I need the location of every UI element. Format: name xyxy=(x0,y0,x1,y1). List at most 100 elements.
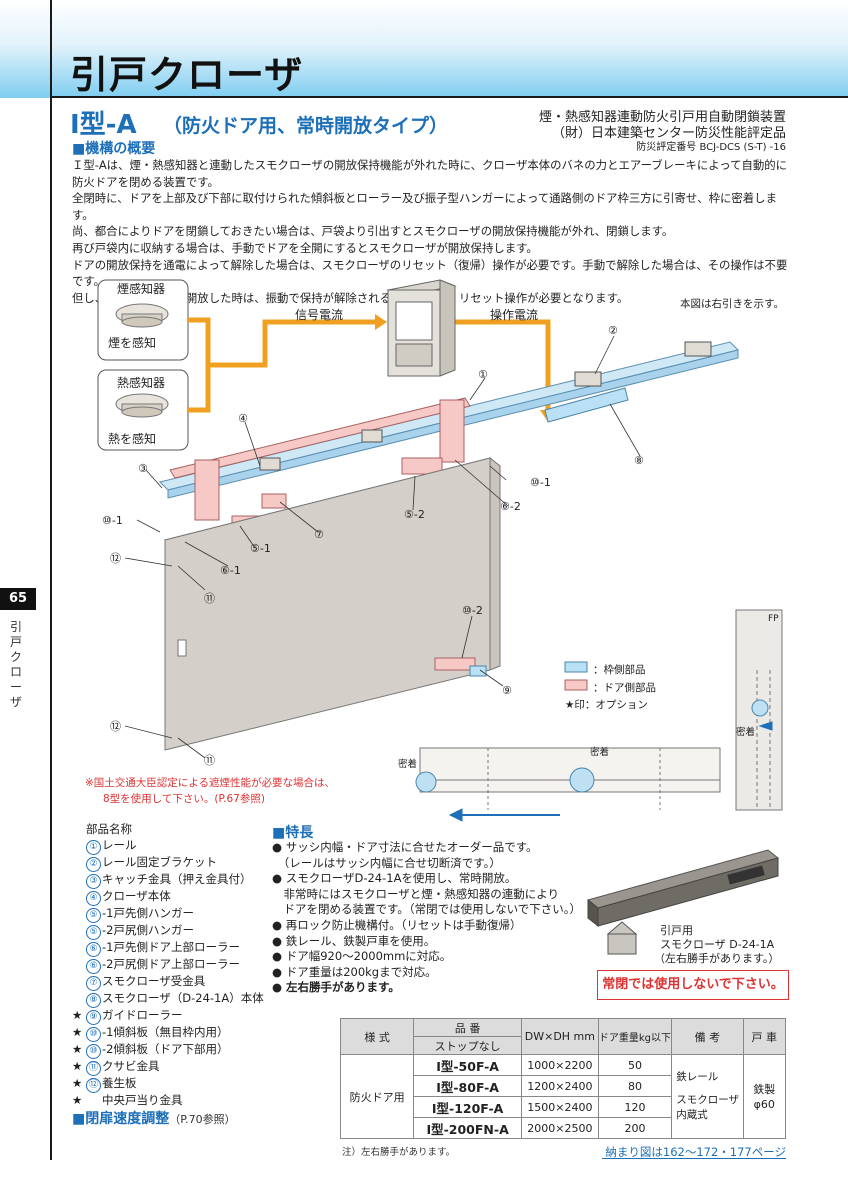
feature-line: ● スモクローザD-24-1Aを使用し、常時開放。 xyxy=(272,871,517,886)
cell-remark: 鉄レール スモクローザ 内蔵式 xyxy=(671,1054,744,1139)
fp-mark: FP xyxy=(768,614,779,624)
header-band xyxy=(0,0,848,98)
th-size: DW×DH mm xyxy=(521,1018,599,1055)
cell-weight: 80 xyxy=(597,1075,673,1097)
red-note: ※国土交通大臣認定による遮煙性能が必要な場合は、 8型を使用して下さい。(P.6… xyxy=(85,775,335,807)
page-border-horizontal xyxy=(50,96,848,98)
part-number: ⑥ xyxy=(86,941,101,957)
product-label-3: （左右勝手があります。） xyxy=(654,952,780,965)
cert-line-3: 防災評定番号 BCJ-DCS (S-T) -16 xyxy=(636,142,786,153)
overview-line: 全閉時に、ドアを上部及び下部に取付けられた傾斜板とローラー及び振子型ハンガーによ… xyxy=(72,191,777,222)
cert-line-1: 煙・熱感知器連動防火引戸用自動閉鎖装置 xyxy=(538,110,786,125)
legend-option-label: ★印：オプション xyxy=(565,699,648,711)
cell-size: 2000×2500 xyxy=(521,1117,599,1139)
cell-weight: 50 xyxy=(597,1054,673,1076)
callout-6-2: ⑥-2 xyxy=(500,500,521,513)
product-label-2: スモクローザ D-24-1A xyxy=(660,938,775,951)
callout-7: ⑦ xyxy=(314,528,324,541)
legend-swatch-frame xyxy=(564,661,588,673)
part-name: レール固定ブラケット xyxy=(102,854,217,869)
callout-3: ③ xyxy=(138,462,148,475)
smoke-closer-unit xyxy=(544,387,629,423)
heat-detector-label: 熱感知器 xyxy=(117,376,166,390)
table-row: 防火ドア用 I型-50F-A 1000×2200 50 鉄レール スモクローザ … xyxy=(339,1054,787,1139)
part-number: ④ xyxy=(86,890,101,906)
overview-text: Ｉ型-Aは、煙・熱感知器と連動したスモクローザの開放保持機能が外れた時に、クロー… xyxy=(72,157,792,306)
part-name: -2傾斜板（ドア下部用） xyxy=(102,1041,229,1056)
feature-line: ● 鉄レール、鉄製戸車を使用。 xyxy=(272,933,436,948)
rail-brackets xyxy=(259,341,712,471)
list-item: ⑤-2戸尻側ハンガー xyxy=(72,923,264,940)
hangers xyxy=(194,399,465,531)
feature-line: ● 左右勝手があります。 xyxy=(272,980,400,995)
red-note-line-2: 8型を使用して下さい。(P.67参照) xyxy=(103,793,265,805)
reference-link[interactable]: 納まり図は162～172・177ページ xyxy=(605,1145,786,1159)
legend-door-label: ：ドア側部品 xyxy=(593,682,656,694)
th-wheel: 戸 車 xyxy=(742,1018,787,1055)
closer-body xyxy=(169,397,471,479)
callout-8: ⑧ xyxy=(634,454,644,467)
callout-12-bottom: ⑫ xyxy=(110,720,121,733)
seal-label-vertical: 密着 xyxy=(736,727,756,738)
cell-size: 1500×2400 xyxy=(521,1096,599,1118)
page-border-vertical xyxy=(50,0,52,1160)
part-number: ③ xyxy=(86,873,101,889)
cell-size: 1200×2400 xyxy=(521,1075,599,1097)
cell-style: 防火ドア用 xyxy=(339,1054,415,1139)
feature-line: ● ドア重量は200kgまで対応。 xyxy=(272,964,437,979)
callout-9: ⑨ xyxy=(502,684,512,697)
feature-line: ● 再ロック防止機構付。（リセットは手動復帰） xyxy=(272,917,522,932)
page-number-tab: 65 xyxy=(0,588,36,610)
door-panel xyxy=(163,456,502,751)
th-model-sub: ストップなし xyxy=(413,1036,523,1055)
feature-line: ドアを閉める装置です。（常閉では使用しないで下さい。） xyxy=(272,902,582,917)
operation-current-label: 操作電流 xyxy=(490,308,539,322)
part-number: ⑥ xyxy=(86,958,101,974)
heat-detector-icon xyxy=(115,393,169,418)
list-item: ★中央戸当り金具 xyxy=(72,1092,183,1107)
callout-11-top: ⑪ xyxy=(204,592,215,605)
part-name: キャッチ金具（押え金具付） xyxy=(102,871,252,886)
th-model: 品 番 xyxy=(413,1018,523,1037)
table-row: I型-200FN-A 2000×2500 200 xyxy=(341,1117,786,1139)
part-name: ガイドローラー xyxy=(102,1007,183,1022)
part-number: ⑨ xyxy=(86,1009,101,1025)
callout-leaders xyxy=(124,335,641,759)
callout-2: ② xyxy=(608,324,618,337)
product-label-1: 引戸用 xyxy=(660,924,693,937)
cell-model: I型-80F-A xyxy=(413,1075,523,1097)
feature-line: ● サッシ内幅・ドア寸法に合せたオーダー品です。 xyxy=(272,840,538,854)
overview-line: 尚、都合によりドアを閉鎖しておきたい場合は、戸袋より引出すとスモクローザの開放保… xyxy=(72,224,674,239)
features-list: ● サッシ内幅・ドア寸法に合せたオーダー品です。 （レールはサッシ内幅に合せ切断… xyxy=(272,840,602,996)
callout-10-2: ⑩-2 xyxy=(462,604,483,617)
part-name: レール xyxy=(102,837,137,852)
cell-model: I型-50F-A xyxy=(413,1054,523,1076)
part-name: クサビ金具 xyxy=(102,1058,160,1073)
smoke-detector-label: 煙感知器 xyxy=(117,282,166,296)
overview-line: ドアの開放保持を通電によって解除した場合は、スモクローザのリセット（復帰）操作が… xyxy=(72,257,788,289)
list-item: ★⑩-1傾斜板（無目枠内用） xyxy=(72,1025,264,1042)
control-panel-icon xyxy=(386,279,457,377)
signal-current-arrow xyxy=(188,317,551,413)
feature-line: ● ドア幅920～2000mmに対応。 xyxy=(272,949,452,964)
side-category-label: 引戸クローザ xyxy=(10,620,23,709)
part-name: -1戸先側ドア上部ローラー xyxy=(102,939,240,954)
feature-line: （レールはサッシ内幅に合せ切断済です。） xyxy=(272,855,501,870)
part-number: ⑩ xyxy=(86,1026,101,1042)
callout-5-2: ⑤-2 xyxy=(404,508,425,521)
list-item: ★⑩-2傾斜板（ドア下部用） xyxy=(72,1042,264,1059)
section-detail-horizontal xyxy=(415,747,721,822)
overview-heading: ■機構の概要 xyxy=(72,141,156,157)
overview-line: 防火ドアを閉める装置です。 xyxy=(72,174,219,189)
part-name: -1傾斜板（無目枠内用） xyxy=(102,1024,229,1039)
cell-weight: 200 xyxy=(597,1117,673,1139)
th-style: 様 式 xyxy=(339,1018,415,1055)
list-item: ⑥-2戸尻側ドア上部ローラー xyxy=(72,957,264,974)
warning-box: 常閉では使用しないで下さい。 xyxy=(597,970,789,1000)
